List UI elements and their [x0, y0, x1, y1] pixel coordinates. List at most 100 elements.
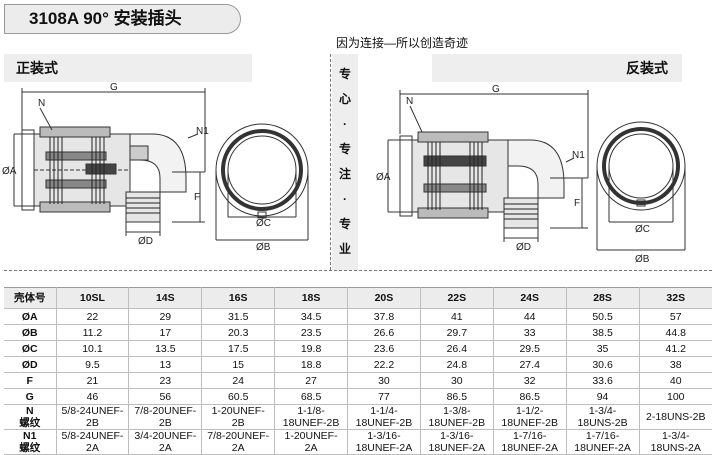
label-c-right: ØC — [635, 224, 650, 235]
header-shell-28s: 28S — [566, 287, 640, 309]
table-cell: 1-20UNEF-2B — [201, 404, 276, 430]
label-n1: N1 — [196, 126, 209, 137]
section-reverse-mount: 反装式 — [432, 54, 682, 82]
vertical-char: 注 — [338, 167, 351, 181]
table-cell: 2-18UNS-2B — [639, 404, 712, 430]
table-cell: 56 — [128, 388, 203, 405]
table-cell: 23.5 — [274, 324, 348, 341]
table-cell: 86.5 — [493, 388, 567, 405]
label-c: ØC — [256, 218, 271, 229]
label-n: N — [38, 98, 45, 109]
table-cell: 24.8 — [420, 356, 494, 373]
vertical-char: 专 — [338, 217, 351, 231]
table-cell: 33.6 — [566, 372, 640, 389]
vertical-char: 业 — [338, 242, 351, 256]
table-cell: 15 — [201, 356, 276, 373]
vertical-char: 专 — [338, 67, 351, 81]
row-label: ØD — [4, 356, 57, 373]
table-cell: 29.5 — [493, 340, 567, 357]
table-cell: 1-1/2-18UNEF-2B — [493, 404, 567, 430]
table-cell: 31.5 — [201, 308, 276, 325]
vertical-char: · — [343, 117, 347, 131]
table-cell: 13 — [128, 356, 203, 373]
table-cell: 11.2 — [56, 324, 130, 341]
table-cell: 27 — [274, 372, 348, 389]
label-b-right: ØB — [635, 254, 650, 265]
table-cell: 68.5 — [274, 388, 348, 405]
table-cell: 1-3/8-18UNEF-2B — [420, 404, 494, 430]
label-f: F — [194, 192, 200, 203]
table-cell: 18.8 — [274, 356, 348, 373]
table-cell: 19.8 — [274, 340, 348, 357]
label-g: G — [110, 82, 118, 93]
row-label: ØA — [4, 308, 57, 325]
label-d-right: ØD — [516, 242, 531, 253]
divider-vertical — [330, 54, 331, 270]
table-cell: 5/8-24UNEF-2B — [56, 404, 130, 430]
table-cell: 23.6 — [347, 340, 421, 357]
front-mount-drawing: G N N1 F ØA ØD ØC ØB — [2, 82, 309, 253]
table-cell: 77 — [347, 388, 421, 405]
table-cell: 1-1/8-18UNEF-2B — [274, 404, 348, 430]
reverse-mount-drawing: G N N1 F ØA ØD ØC ØB — [376, 84, 686, 265]
table-cell: 30 — [420, 372, 494, 389]
table-cell: 46 — [56, 388, 130, 405]
table-cell: 27.4 — [493, 356, 567, 373]
table-cell: 32 — [493, 372, 567, 389]
label-a: ØA — [2, 166, 17, 177]
label-n1-right: N1 — [572, 150, 585, 161]
label-f-right: F — [574, 198, 580, 209]
table-cell: 86.5 — [420, 388, 494, 405]
table-cell: 30 — [347, 372, 421, 389]
header-shell-10sl: 10SL — [56, 287, 130, 309]
vertical-char: 心 — [338, 92, 351, 106]
table-cell: 9.5 — [56, 356, 130, 373]
table-cell: 22.2 — [347, 356, 421, 373]
table-cell: 30.6 — [566, 356, 640, 373]
table-cell: 41.2 — [639, 340, 712, 357]
table-cell: 34.5 — [274, 308, 348, 325]
row-label: ØC — [4, 340, 57, 357]
header-shell-24s: 24S — [493, 287, 567, 309]
header-shell-16s: 16S — [201, 287, 276, 309]
header-shell-14s: 14S — [128, 287, 203, 309]
table-cell: 38.5 — [566, 324, 640, 341]
row-label: ØB — [4, 324, 57, 341]
table-cell: 20.3 — [201, 324, 276, 341]
label-g-right: G — [492, 84, 500, 95]
label-a-right: ØA — [376, 172, 391, 183]
label-d: ØD — [138, 236, 153, 247]
table-cell: 26.4 — [420, 340, 494, 357]
table-cell: 21 — [56, 372, 130, 389]
table-cell: 44.8 — [639, 324, 712, 341]
table-cell: 57 — [639, 308, 712, 325]
table-cell: 17.5 — [201, 340, 276, 357]
table-cell: 50.5 — [566, 308, 640, 325]
vertical-motto: 专心·专注·专业 — [332, 54, 358, 270]
table-cell: 44 — [493, 308, 567, 325]
table-cell: 17 — [128, 324, 203, 341]
table-cell: 35 — [566, 340, 640, 357]
table-cell: 29.7 — [420, 324, 494, 341]
header-shell-20s: 20S — [347, 287, 421, 309]
header-shell-32s: 32S — [639, 287, 712, 309]
vertical-char: 专 — [338, 142, 351, 156]
table-cell: 40 — [639, 372, 712, 389]
table-cell: 29 — [128, 308, 203, 325]
table-cell: 100 — [639, 388, 712, 405]
table-cell: 13.5 — [128, 340, 203, 357]
vertical-char: · — [343, 192, 347, 206]
table-cell: 7/8-20UNEF-2B — [128, 404, 203, 430]
table-cell: 24 — [201, 372, 276, 389]
slogan: 因为连接—所以创造奇迹 — [336, 36, 469, 50]
divider-horizontal — [4, 270, 712, 271]
